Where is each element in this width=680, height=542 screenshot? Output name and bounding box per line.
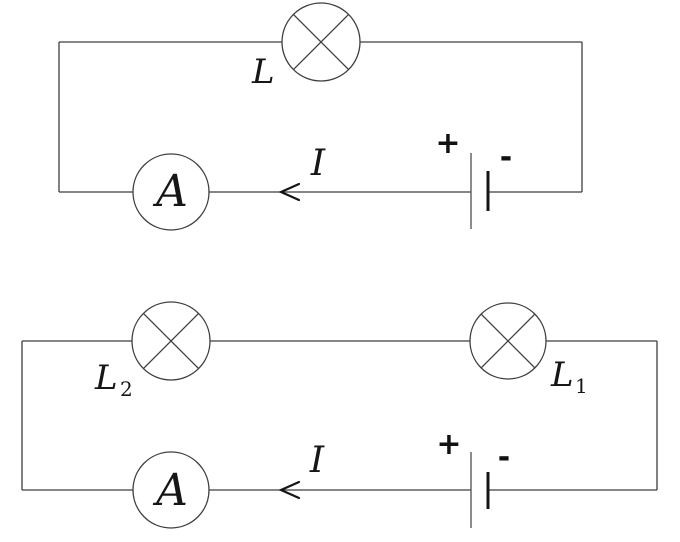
circuit-single-lamp: + - L A I [58, 2, 583, 231]
lamp-1: L 1 [469, 302, 588, 398]
current-indicator: I [278, 440, 325, 500]
lamp-1-label: L [550, 355, 574, 395]
battery-negative-label: - [498, 440, 510, 475]
ammeter-circle [132, 153, 210, 231]
circuit-two-lamps: + - L 2 L 1 A [21, 301, 658, 529]
lamp: L [251, 2, 361, 92]
current-arrow-icon [278, 480, 301, 500]
ammeter-label: A [152, 166, 188, 217]
lamp-cross-line-2 [292, 13, 350, 71]
current-label: I [309, 440, 325, 481]
current-label: I [310, 143, 326, 184]
ammeter-circle [132, 451, 210, 529]
battery-positive-label: + [436, 427, 461, 462]
current-indicator: I [278, 143, 326, 202]
lamp-1-cross-line-2 [480, 313, 536, 369]
battery-negative-label: - [500, 140, 512, 175]
ammeter-label: A [152, 465, 188, 516]
ammeter: A [132, 153, 210, 231]
lamp-2: L 2 [94, 301, 211, 401]
lamp-label: L [251, 52, 275, 92]
battery-positive-label: + [435, 126, 460, 161]
battery: + - [436, 427, 510, 528]
lamp-1-label-subscript: 1 [575, 374, 588, 398]
lamp-2-label-subscript: 2 [120, 377, 133, 401]
current-arrow-icon [278, 182, 301, 202]
battery: + - [435, 126, 512, 229]
lamp-2-label: L [94, 358, 118, 398]
ammeter: A [132, 451, 210, 529]
lamp-2-cross-line-2 [142, 312, 200, 370]
